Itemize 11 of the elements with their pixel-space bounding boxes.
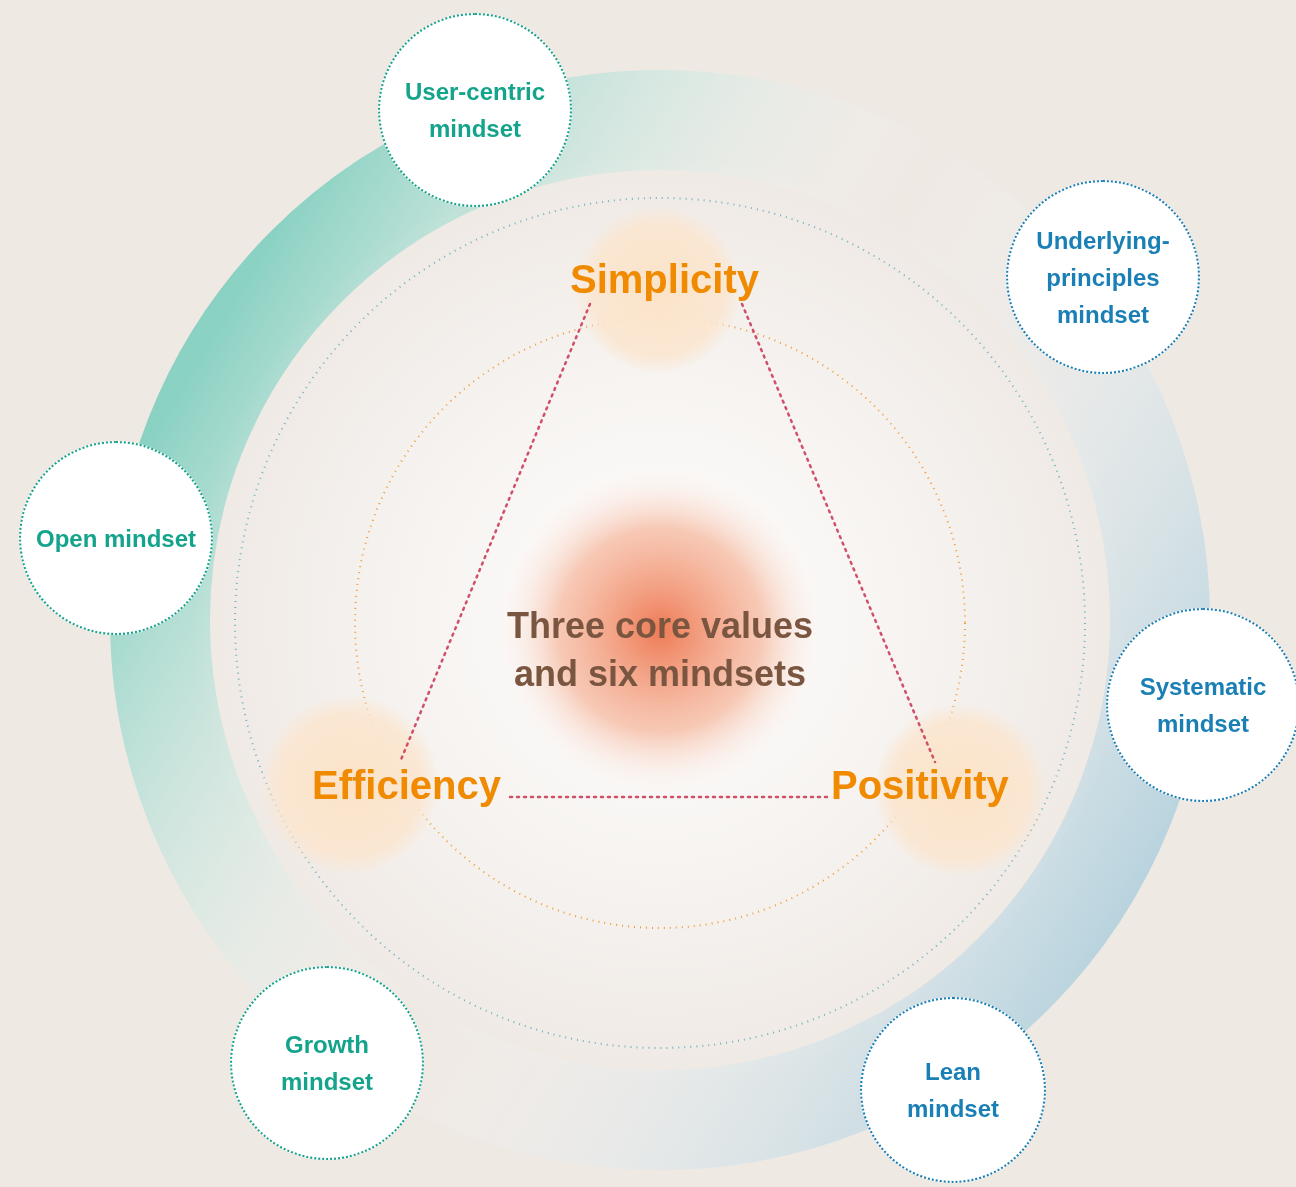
mindset-label: Systematic mindset: [1138, 672, 1268, 739]
mindset-label: Open mindset: [35, 523, 197, 554]
core-value-label: Positivity: [831, 762, 1009, 808]
mindset-label: Lean mindset: [906, 1057, 1000, 1124]
mindset-label: User-centric mindset: [403, 77, 547, 144]
core-value-label: Simplicity: [570, 256, 759, 302]
mindset-label: Growth mindset: [280, 1030, 374, 1097]
dotted-line: [740, 302, 937, 764]
dotted-line: [508, 795, 831, 799]
core-value-label: Efficiency: [312, 762, 501, 808]
mindset-label: Underlying-principles mindset: [1035, 225, 1171, 330]
